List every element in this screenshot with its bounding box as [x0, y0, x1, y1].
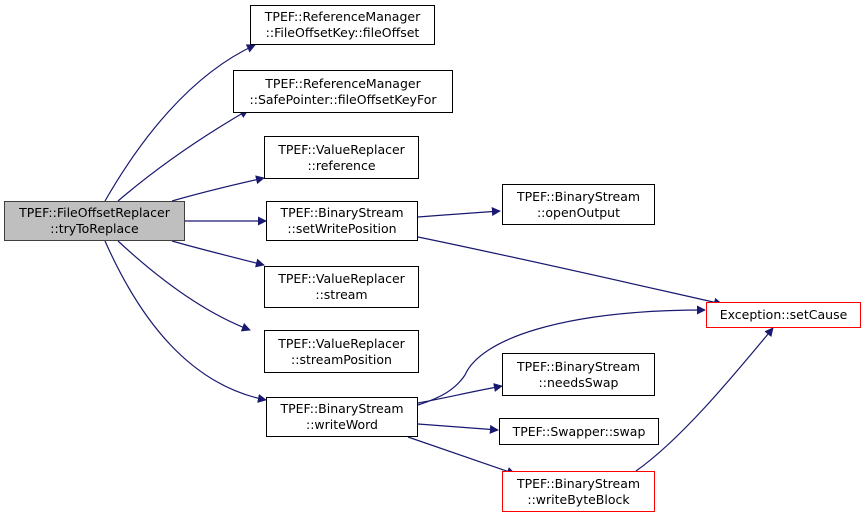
edge-writeByteBlock-setCause — [635, 327, 774, 472]
node-file-offset-line2: ::FileOffsetKey::fileOffset — [265, 25, 420, 40]
node-file-offset-key-for[interactable]: TPEF::ReferenceManager ::SafePointer::fi… — [233, 70, 453, 113]
node-reference[interactable]: TPEF::ValueReplacer ::reference — [264, 136, 419, 179]
edge-writeWord-writeByteBlock — [407, 436, 516, 476]
node-needs-swap-line2: ::needsSwap — [538, 374, 619, 390]
node-write-word-line1: TPEF::BinaryStream — [280, 401, 404, 416]
edge-writeWord-setCause — [417, 305, 706, 406]
node-try-to-replace[interactable]: TPEF::FileOffsetReplacer ::tryToReplace — [4, 201, 185, 241]
edge-tryToReplace-reference — [171, 175, 265, 202]
node-open-output-line2: ::openOutput — [536, 204, 621, 220]
node-needs-swap[interactable]: TPEF::BinaryStream ::needsSwap — [502, 353, 655, 396]
edge-tryToReplace-streamPosition — [117, 240, 251, 332]
node-file-offset-key-for-line2: ::SafePointer::fileOffsetKeyFor — [249, 91, 437, 107]
node-stream-position[interactable]: TPEF::ValueReplacer ::streamPosition — [264, 330, 419, 373]
node-file-offset-line1: TPEF::ReferenceManager — [264, 9, 421, 24]
node-write-byte-block-line1: TPEF::BinaryStream — [516, 475, 641, 491]
edge-writeWord-swap — [417, 423, 499, 434]
node-set-write-position-line2: ::setWritePosition — [287, 221, 397, 236]
node-write-byte-block-line2: ::writeByteBlock — [527, 491, 630, 507]
node-write-word-line2: ::writeWord — [306, 417, 378, 432]
node-stream-line1: TPEF::ValueReplacer — [278, 271, 405, 286]
node-stream-position-line1: TPEF::ValueReplacer — [278, 335, 405, 351]
node-write-byte-block[interactable]: TPEF::BinaryStream ::writeByteBlock — [502, 471, 655, 512]
node-open-output-line1: TPEF::BinaryStream — [516, 188, 641, 204]
node-write-word[interactable]: TPEF::BinaryStream ::writeWord — [266, 397, 418, 437]
node-reference-line2: ::reference — [307, 157, 376, 173]
node-swap-line1: TPEF::Swapper::swap — [512, 423, 646, 439]
edge-tryToReplace-fileOffset — [104, 44, 256, 202]
edge-setWritePosition-openOutput — [417, 207, 501, 218]
node-set-write-position-line1: TPEF::BinaryStream — [280, 205, 404, 220]
edge-tryToReplace-stream — [171, 240, 265, 268]
node-set-cause-line1: Exception::setCause — [719, 307, 848, 322]
edge-setWritePosition-setCause — [417, 236, 723, 307]
node-needs-swap-line1: TPEF::BinaryStream — [516, 358, 641, 374]
edge-tryToReplace-writeWord — [104, 240, 267, 403]
node-file-offset-key-for-line1: TPEF::ReferenceManager — [265, 75, 421, 91]
node-reference-line1: TPEF::ValueReplacer — [278, 141, 405, 157]
edge-tryToReplace-fileOffsetKeyFor — [117, 109, 249, 202]
node-stream-line2: ::stream — [315, 287, 368, 302]
node-file-offset[interactable]: TPEF::ReferenceManager ::FileOffsetKey::… — [250, 5, 435, 45]
node-set-cause[interactable]: Exception::setCause — [706, 302, 861, 328]
node-try-to-replace-line1: TPEF::FileOffsetReplacer — [19, 205, 170, 220]
node-stream[interactable]: TPEF::ValueReplacer ::stream — [264, 266, 419, 308]
edge-writeWord-needsSwap — [417, 383, 503, 404]
node-stream-position-line2: ::streamPosition — [291, 351, 392, 367]
node-open-output[interactable]: TPEF::BinaryStream ::openOutput — [502, 184, 655, 225]
node-set-write-position[interactable]: TPEF::BinaryStream ::setWritePosition — [266, 201, 418, 241]
node-try-to-replace-line2: ::tryToReplace — [50, 221, 139, 236]
node-swap[interactable]: TPEF::Swapper::swap — [499, 418, 659, 445]
